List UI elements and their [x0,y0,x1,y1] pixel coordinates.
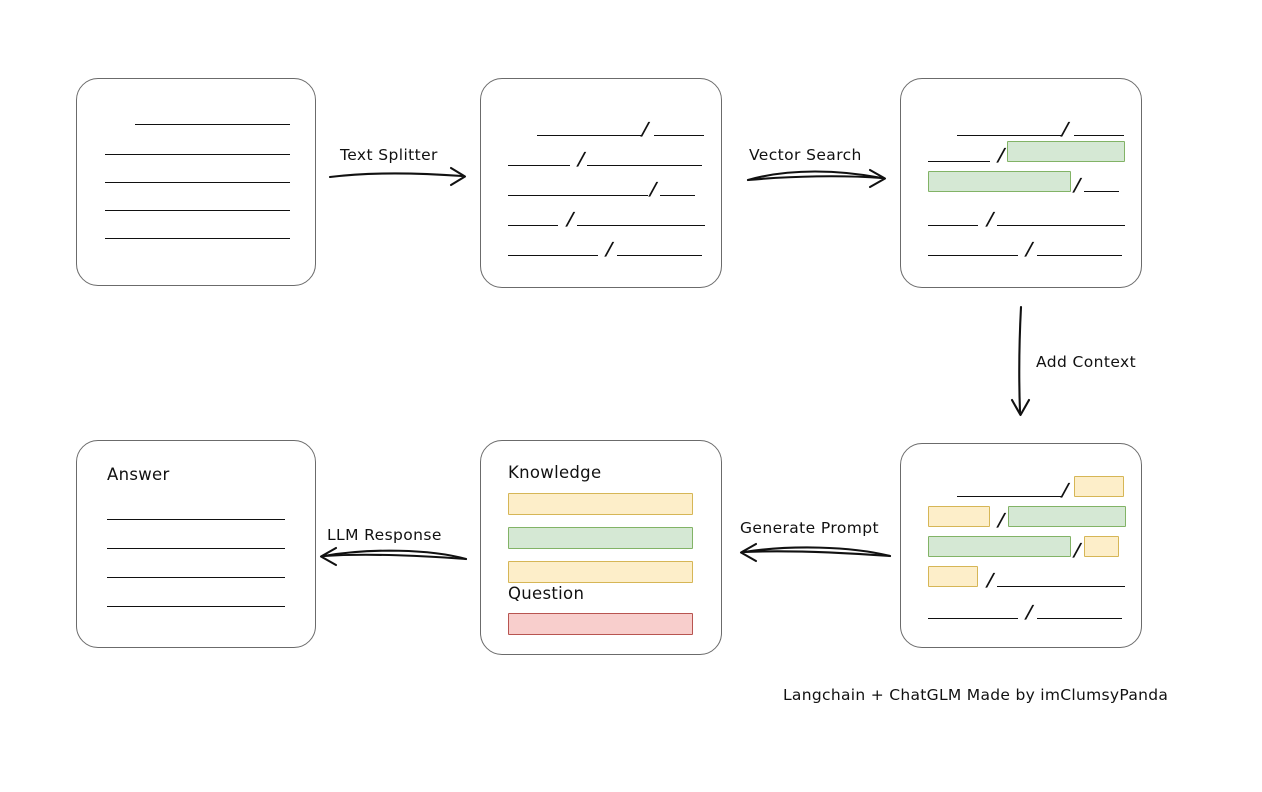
knowledge-bar [508,561,693,583]
matched-chunk-highlight [1006,141,1125,162]
chunk-row: / [481,146,721,170]
knowledge-bar [508,527,693,549]
text-segment [508,182,648,196]
chunk-row: / [481,176,721,200]
text-segment [508,212,558,226]
chunk-row: / [901,206,1141,230]
text-segment [537,122,642,136]
chunk-row: / [901,506,1141,531]
node-context-chunks[interactable]: / / / / / [900,443,1142,648]
node-split-chunks[interactable]: / / / / / [480,78,722,288]
chunk-separator: / [641,119,649,140]
chunk-separator: / [1025,239,1033,260]
chunk-separator: / [1073,540,1081,561]
chunk-row: / [901,171,1141,196]
chunk-row: / [901,566,1141,591]
context-chunk-highlight [928,566,978,587]
chunk-row: / [901,141,1141,166]
text-segment [586,152,702,166]
arrow-vector-search [746,168,887,189]
chunk-separator: / [986,209,994,230]
text-segment [576,212,705,226]
context-chunk-highlight [1083,536,1119,557]
text-segment [1083,178,1119,192]
answer-line [107,519,285,520]
matched-chunk-highlight [928,171,1071,192]
chunk-row: / [481,236,721,260]
chunk-row: / [901,536,1141,561]
arrow-text-splitter [328,166,467,187]
node-source-document[interactable] [76,78,316,286]
answer-heading: Answer [107,465,170,484]
doc-line [105,238,290,239]
text-segment [957,122,1062,136]
text-segment [928,212,978,226]
arrow-generate-prompt [739,542,892,563]
chunk-separator: / [997,510,1005,531]
node-prompt[interactable]: Knowledge Question [480,440,722,655]
text-segment [928,605,1018,619]
knowledge-bar [508,493,693,515]
text-segment [616,242,702,256]
chunk-separator: / [1061,119,1069,140]
chunk-separator: / [1025,602,1033,623]
chunk-separator: / [986,570,994,591]
doc-line [135,124,290,125]
text-segment [928,242,1018,256]
text-segment [928,148,990,162]
chunk-separator: / [577,149,585,170]
chunk-row: / [901,476,1141,501]
text-segment [996,212,1125,226]
doc-line [105,210,290,211]
chunk-row: / [901,116,1141,140]
text-segment [996,573,1125,587]
chunk-separator: / [649,179,657,200]
matched-chunk-highlight [1007,506,1126,527]
chunk-row: / [901,236,1141,260]
text-segment [508,152,570,166]
matched-chunk-highlight [928,536,1071,557]
arrow-add-context [1010,305,1031,417]
text-segment [508,242,598,256]
arrow-label-generate-prompt: Generate Prompt [740,519,879,537]
text-segment [1036,242,1122,256]
question-heading: Question [508,584,585,603]
question-bar [508,613,693,635]
chunk-separator: / [566,209,574,230]
chunk-separator: / [997,145,1005,166]
context-chunk-highlight [928,506,990,527]
knowledge-heading: Knowledge [508,463,602,482]
text-segment [1073,122,1124,136]
arrow-label-vector-search: Vector Search [749,146,862,164]
answer-line [107,606,285,607]
footer-credit: Langchain + ChatGLM Made by imClumsyPand… [783,686,1169,704]
node-matched-chunks[interactable]: / / / / / [900,78,1142,288]
answer-line [107,577,285,578]
text-segment [659,182,695,196]
chunk-separator: / [605,239,613,260]
node-answer[interactable]: Answer [76,440,316,648]
arrow-label-text-splitter: Text Splitter [340,146,438,164]
chunk-separator: / [1061,480,1069,501]
doc-line [105,154,290,155]
arrow-label-llm-response: LLM Response [327,526,442,544]
chunk-row: / [481,206,721,230]
context-chunk-highlight [1073,476,1124,497]
doc-line [105,182,290,183]
text-segment [653,122,704,136]
arrow-label-add-context: Add Context [1036,353,1137,371]
chunk-row: / [481,116,721,140]
text-segment [957,483,1062,497]
text-segment [1036,605,1122,619]
arrow-llm-response [319,546,468,567]
chunk-row: / [901,599,1141,623]
chunk-separator: / [1073,175,1081,196]
answer-line [107,548,285,549]
